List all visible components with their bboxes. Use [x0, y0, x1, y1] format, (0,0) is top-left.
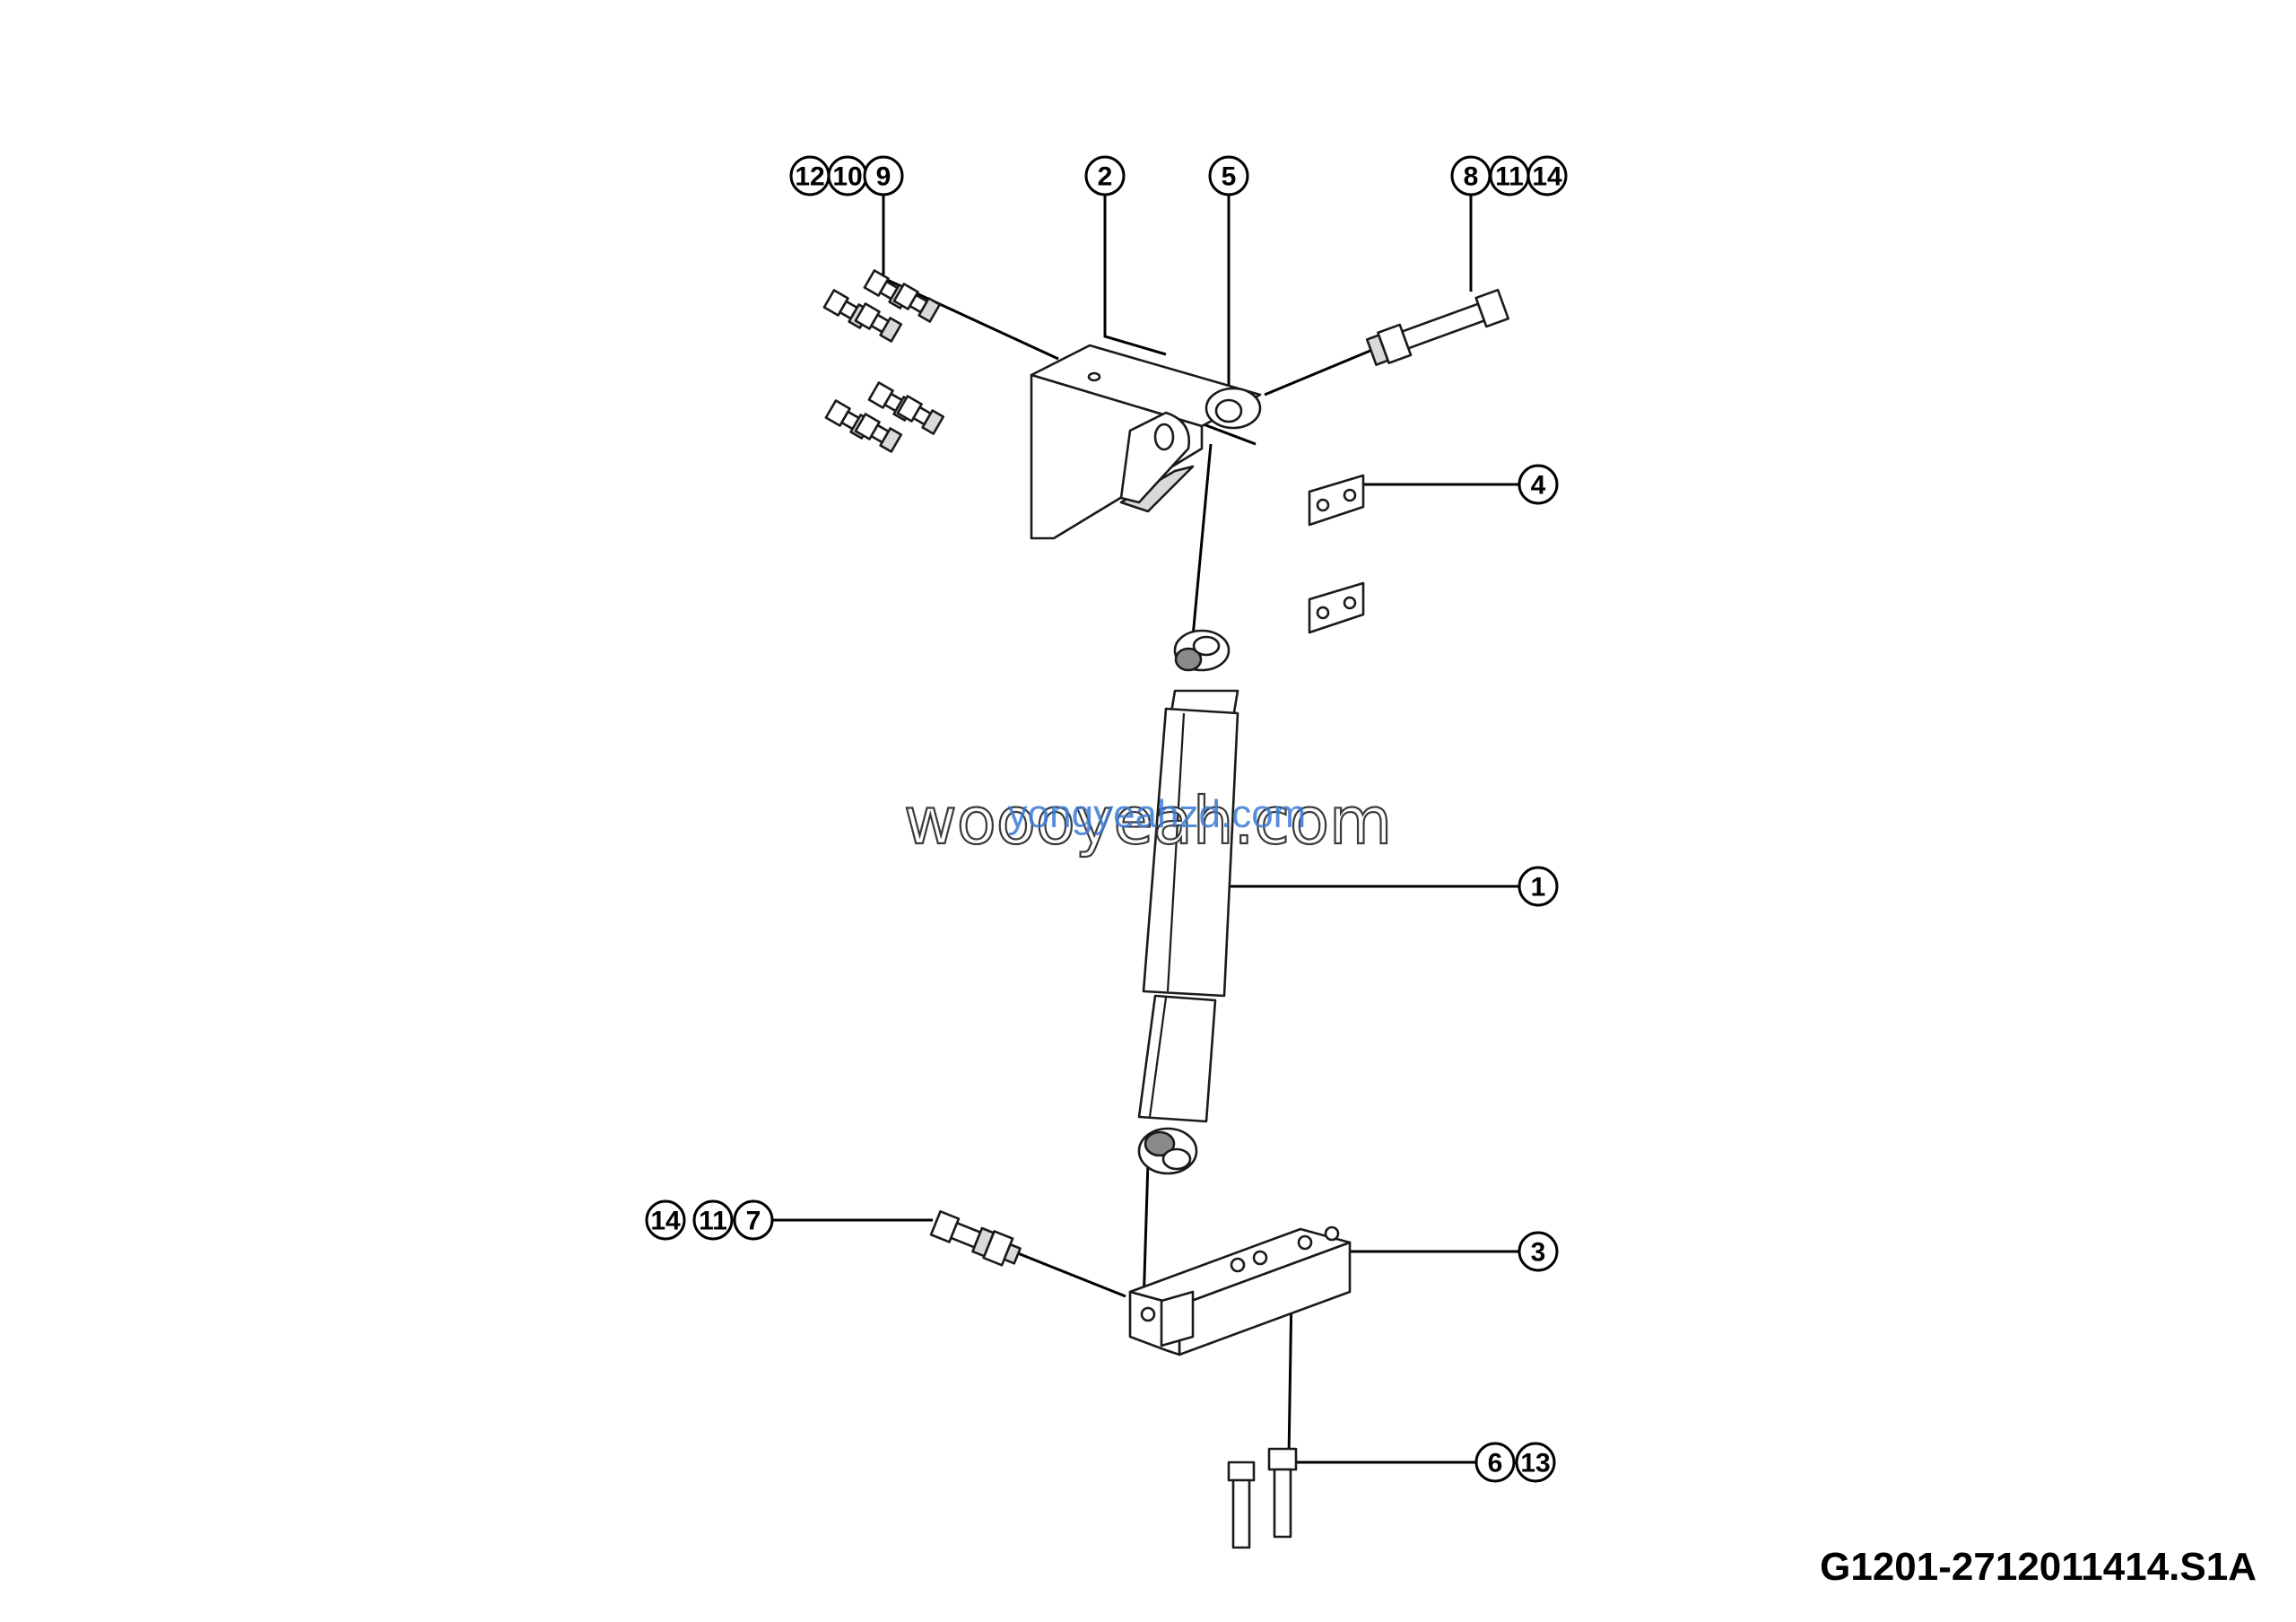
- callout-11-top: 11: [1489, 155, 1530, 196]
- callouts: 12 10 9 2 5 8 11 14: [645, 155, 1568, 1483]
- callout-5: 5: [1208, 155, 1249, 196]
- bottom-bolt-left: [1227, 1461, 1256, 1549]
- top-eye: [1173, 629, 1231, 672]
- svg-text:12: 12: [795, 162, 824, 192]
- svg-text:2: 2: [1098, 162, 1113, 192]
- callout-6: 6: [1474, 1442, 1516, 1483]
- svg-text:9: 9: [876, 162, 891, 192]
- svg-text:14: 14: [1532, 162, 1562, 192]
- svg-text:13: 13: [1520, 1449, 1550, 1478]
- svg-text:7: 7: [746, 1207, 761, 1236]
- svg-text:10: 10: [832, 162, 862, 192]
- watermark-primary: woooyeah.com: [904, 783, 1392, 859]
- plate-lower: [1308, 581, 1365, 634]
- bolt-group-top-left: [822, 269, 945, 453]
- upper-bracket: [1030, 344, 1262, 540]
- callout-9: 9: [863, 155, 904, 196]
- drawing-code: G1201-2712011414.S1A: [1820, 1545, 2257, 1589]
- svg-text:1: 1: [1531, 873, 1546, 903]
- callout-7: 7: [733, 1199, 774, 1241]
- bottom-eye: [1137, 1127, 1198, 1175]
- callout-11-bottom: 11: [692, 1199, 734, 1241]
- watermark: woooyeah.com yongyeahzd.com: [903, 782, 1394, 859]
- svg-text:8: 8: [1464, 162, 1479, 192]
- svg-text:11: 11: [1495, 162, 1524, 192]
- washer: [1205, 387, 1262, 430]
- plate-upper: [1308, 474, 1365, 527]
- callout-14-top: 14: [1526, 155, 1568, 196]
- watermark-secondary: yongyeahzd.com: [1008, 792, 1307, 836]
- shock-absorber: [1137, 629, 1239, 1175]
- svg-text:5: 5: [1222, 162, 1237, 192]
- callout-3: 3: [1518, 1231, 1559, 1272]
- svg-text:6: 6: [1488, 1449, 1503, 1478]
- svg-text:4: 4: [1531, 471, 1546, 501]
- callout-8: 8: [1450, 155, 1492, 196]
- callout-4: 4: [1518, 464, 1559, 505]
- callout-14-bottom: 14: [645, 1199, 686, 1241]
- svg-text:11: 11: [699, 1207, 727, 1236]
- lower-bolt-left: [929, 1209, 1022, 1267]
- callout-1: 1: [1518, 866, 1559, 907]
- svg-text:14: 14: [650, 1207, 681, 1236]
- callout-2: 2: [1084, 155, 1126, 196]
- long-bolt-top-right: [1365, 288, 1510, 366]
- bottom-bolt-right: [1267, 1447, 1298, 1539]
- leader-lines: [770, 193, 1534, 1464]
- svg-text:3: 3: [1531, 1238, 1546, 1268]
- callout-13: 13: [1515, 1442, 1556, 1483]
- callout-10: 10: [827, 155, 868, 196]
- callout-12: 12: [789, 155, 831, 196]
- lower-bracket: [1128, 1225, 1352, 1356]
